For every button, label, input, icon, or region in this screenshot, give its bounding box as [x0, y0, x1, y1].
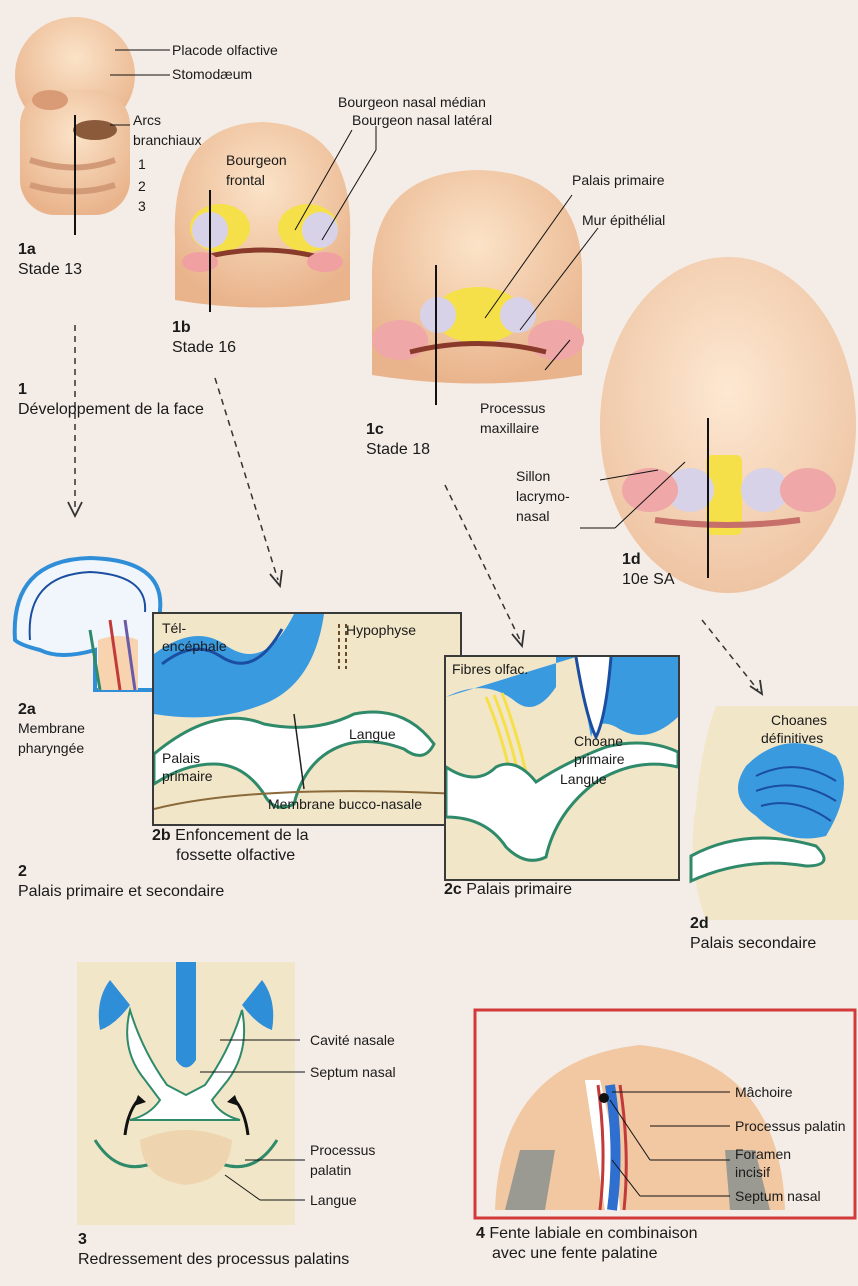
section-2-title: Palais primaire et secondaire [18, 882, 224, 901]
figure-2a-caption-1: Membrane [18, 720, 85, 737]
label-sillon: Sillon [516, 468, 550, 485]
figure-1b-number: 1b [172, 318, 191, 337]
label-branchiaux: branchiaux [133, 132, 202, 149]
label-membrane-bucco-nasale: Membrane bucco-nasale [268, 796, 422, 813]
embryo-stage-16-drawing [175, 122, 351, 308]
pharyngeal-membrane-drawing [15, 558, 161, 690]
label-definitives: définitives [761, 730, 823, 747]
label-hypophyse: Hypophyse [346, 622, 416, 639]
label-processus-palatin-4: Processus palatin [735, 1118, 846, 1135]
figure-2d-number: 2d [690, 914, 709, 933]
embryo-stage-18-drawing [372, 170, 584, 384]
figure-1b-stage: Stade 16 [172, 338, 236, 357]
section-1-title: Développement de la face [18, 400, 204, 419]
label-machoire: Mâchoire [735, 1084, 793, 1101]
figure-2c-caption: 2c Palais primaire [444, 880, 572, 899]
figure-1a-number: 1a [18, 240, 36, 259]
label-lacrymo: lacrymo- [516, 488, 570, 505]
label-palais-primaire: Palais primaire [572, 172, 665, 189]
label-palais-2: primaire [162, 768, 213, 785]
label-arc-1: 1 [138, 156, 146, 173]
label-arc-3: 3 [138, 198, 146, 215]
figure-2b-caption: 2b Enfoncement de la [152, 826, 309, 845]
embryo-10-weeks-drawing [600, 257, 856, 593]
label-bourgeon: Bourgeon [226, 152, 287, 169]
panel-2b: Tél- encéphale Hypophyse Langue Palais p… [152, 612, 462, 826]
label-maxillaire: maxillaire [480, 420, 539, 437]
label-palais-1: Palais [162, 750, 200, 767]
label-processus-3: Processus [310, 1142, 375, 1159]
label-langue-3: Langue [310, 1192, 357, 1209]
primary-palate-section-drawing [446, 657, 678, 879]
figure-3-number: 3 [78, 1230, 87, 1249]
figure-2a-caption-2: pharyngée [18, 740, 84, 757]
figure-3-title: Redressement des processus palatins [78, 1250, 349, 1269]
figure-2c-number: 2c [444, 881, 462, 898]
label-stomodaeum: Stomodæum [172, 66, 252, 83]
label-bourgeon-nasal-lateral: Bourgeon nasal latéral [352, 112, 492, 129]
label-arc-2: 2 [138, 178, 146, 195]
panel-2c: Fibres olfac. Choane primaire Langue [444, 655, 680, 881]
label-septum-nasal-3: Septum nasal [310, 1064, 396, 1081]
label-foramen: Foramen [735, 1146, 791, 1163]
section-2-number: 2 [18, 862, 27, 881]
label-incisif: incisif [735, 1164, 770, 1181]
figure-1c-number: 1c [366, 420, 384, 439]
label-mur-epithelial: Mur épithélial [582, 212, 665, 229]
label-fibres-olfac: Fibres olfac. [452, 661, 528, 678]
figure-2d-caption: Palais secondaire [690, 934, 816, 953]
label-choanes: Choanes [771, 712, 827, 729]
figure-1a-stage: Stade 13 [18, 260, 82, 279]
label-langue-2b: Langue [349, 726, 396, 743]
figure-4-number: 4 [476, 1225, 485, 1242]
label-palatin-3: palatin [310, 1162, 351, 1179]
label-placode-olfactive: Placode olfactive [172, 42, 278, 59]
label-telencephale-1: Tél- [162, 620, 186, 637]
label-telencephale-2: encéphale [162, 638, 227, 655]
figure-2a-number: 2a [18, 700, 36, 719]
figure-1d-number: 1d [622, 550, 641, 569]
panel-2d: Choanes définitives [686, 706, 858, 920]
figure-2b-caption-2: fossette olfactive [176, 846, 295, 865]
label-processus: Processus [480, 400, 545, 417]
figure-4-title-1: 4 Fente labiale en combinaison [476, 1224, 698, 1243]
label-cavite-nasale: Cavité nasale [310, 1032, 395, 1049]
label-arcs: Arcs [133, 112, 161, 129]
label-langue-2c: Langue [560, 771, 607, 788]
label-choane-2: primaire [574, 751, 625, 768]
label-nasal: nasal [516, 508, 549, 525]
section-1-number: 1 [18, 380, 27, 399]
figure-2b-number: 2b [152, 827, 171, 844]
palatal-process-section-drawing [77, 962, 295, 1225]
figure-4-title-line-1: Fente labiale en combinaison [489, 1225, 697, 1242]
label-choane-1: Choane [574, 733, 623, 750]
figure-2c-caption-text: Palais primaire [466, 881, 572, 898]
label-frontal: frontal [226, 172, 265, 189]
figure-1c-stage: Stade 18 [366, 440, 430, 459]
label-septum-nasal-4: Septum nasal [735, 1188, 821, 1205]
figure-2b-caption-1: Enfoncement de la [175, 827, 308, 844]
figure-4-title-2: avec une fente palatine [492, 1244, 657, 1263]
figure-1d-stage: 10e SA [622, 570, 674, 589]
label-bourgeon-nasal-median: Bourgeon nasal médian [338, 94, 486, 111]
